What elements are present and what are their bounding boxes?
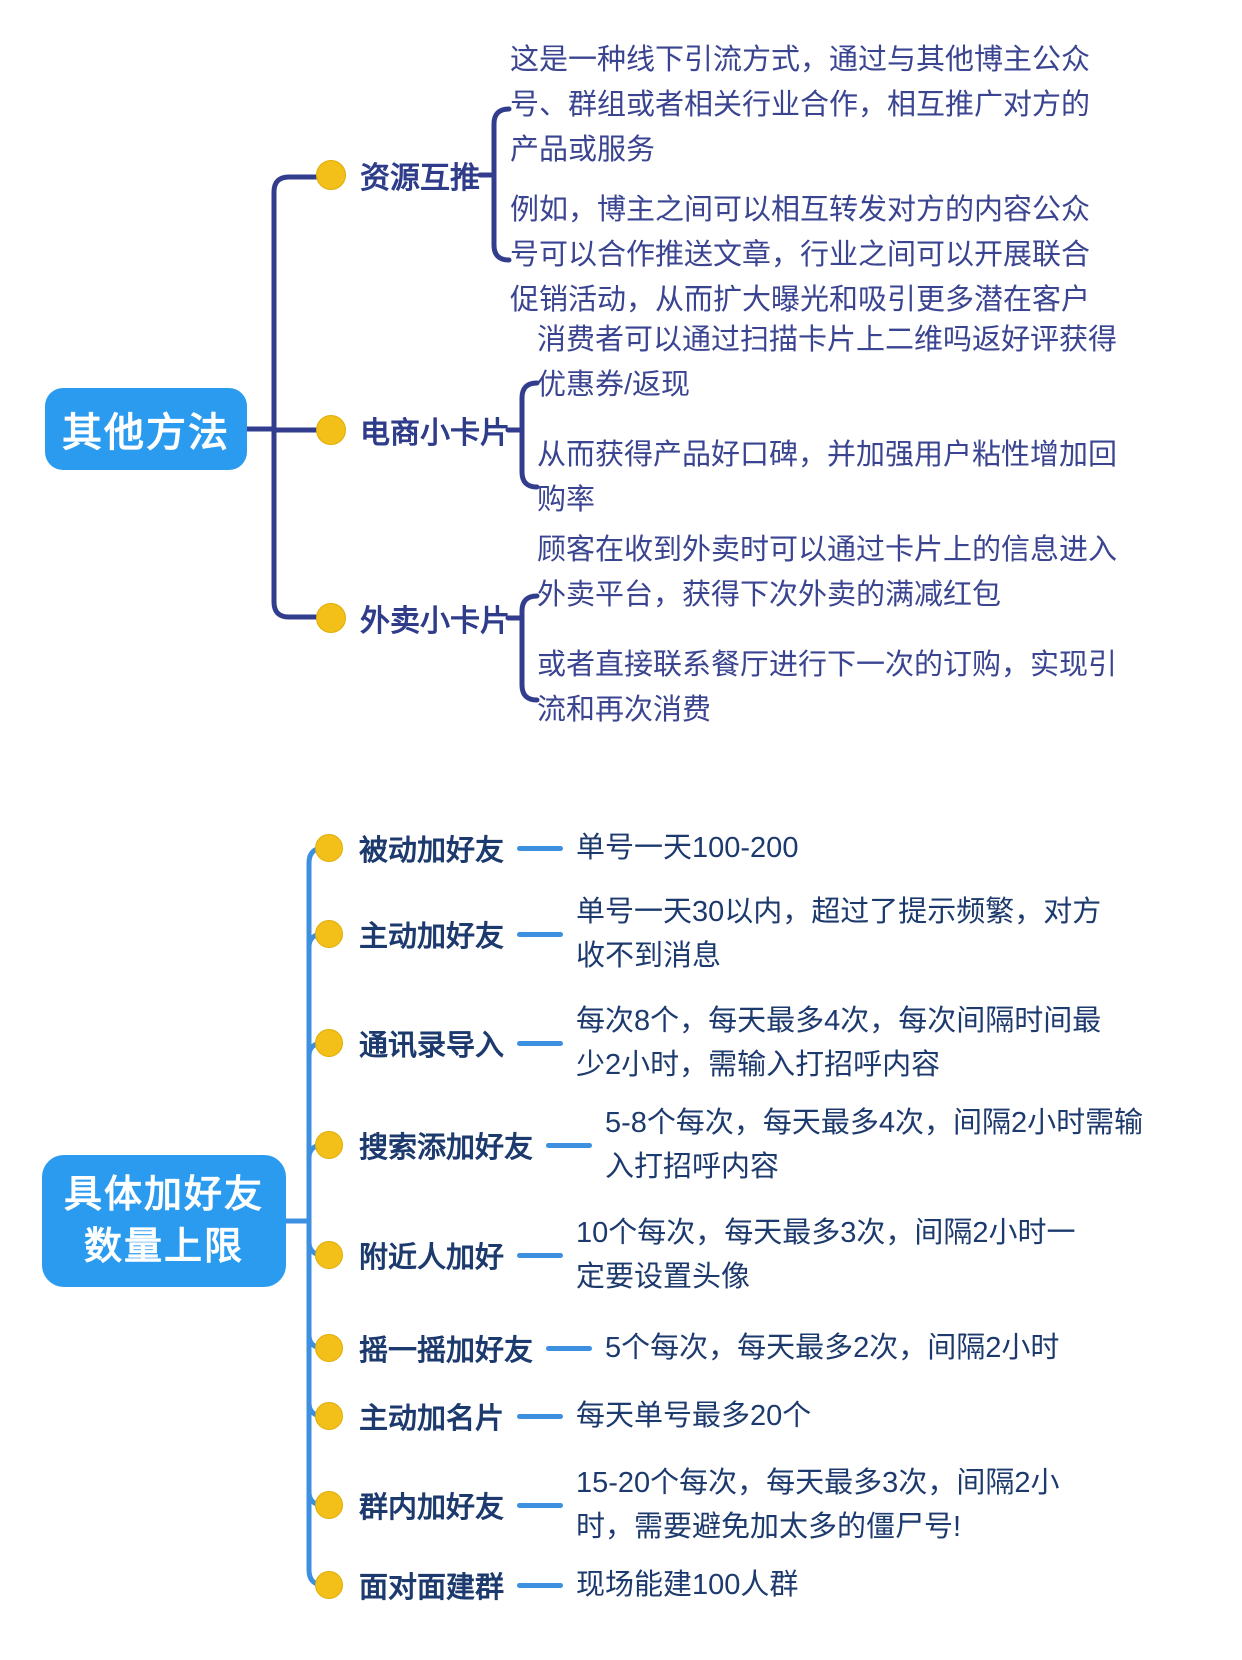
- root-node-friend-limits: 具体加好友 数量上限: [42, 1155, 286, 1287]
- bullet-icon: [315, 1241, 343, 1269]
- item-active-add: 主动加好友 单号一天30以内，超过了提示频繁，对方收不到消息: [315, 890, 1121, 978]
- item-nearby-add: 附近人加好 10个每次，每天最多3次，间隔2小时一定要设置头像: [315, 1211, 1101, 1299]
- connector-dash: [517, 1413, 564, 1419]
- bullet-icon: [316, 603, 346, 633]
- connector-dash: [546, 1142, 593, 1148]
- bullet-icon: [315, 1334, 343, 1362]
- connector-dash: [517, 1252, 564, 1258]
- branch-resource-swap: 资源互推: [316, 154, 480, 196]
- item-label: 通讯录导入: [359, 1030, 505, 1062]
- item-label: 被动加好友: [359, 835, 505, 867]
- item-label: 主动加名片: [359, 1403, 505, 1435]
- connector-dash: [517, 1582, 564, 1588]
- branch-paragraph: 顾客在收到外卖时可以通过卡片上的信息进入外卖平台，获得下次外卖的满减红包: [537, 534, 1118, 611]
- connector-dash: [517, 845, 564, 851]
- item-desc: 现场能建100人群: [576, 1569, 799, 1601]
- item-label: 群内加好友: [359, 1492, 505, 1524]
- bullet-icon: [315, 1029, 343, 1057]
- root-node-label-line2: 数量上限: [83, 1226, 244, 1268]
- item-desc: 每次8个，每天最多4次，每次间隔时间最少2小时，需输入打招呼内容: [576, 1005, 1102, 1081]
- branch-paragraph: 这是一种线下引流方式，通过与其他博主公众号、群组或者相关行业合作，相互推广对方的…: [510, 44, 1091, 166]
- top-trunk: [271, 174, 323, 620]
- root-node-label-line1: 具体加好友: [63, 1174, 264, 1216]
- bullet-icon: [315, 834, 343, 862]
- connector-dash: [546, 1345, 593, 1351]
- branch2-bracket: [519, 380, 540, 490]
- bullet-icon: [315, 1491, 343, 1519]
- bullet-icon: [315, 1402, 343, 1430]
- item-label: 面对面建群: [359, 1572, 505, 1604]
- branch-ecommerce-card: 电商小卡片: [316, 409, 510, 451]
- item-shake-add: 摇一摇加好友 5个每次，每天最多2次，间隔2小时: [315, 1304, 1059, 1392]
- connector-dash: [517, 1502, 564, 1508]
- branch1-bracket: [491, 106, 512, 263]
- branch-label: 资源互推: [360, 162, 480, 195]
- branch-paragraph: 或者直接联系餐厅进行下一次的订购，实现引流和再次消费: [537, 649, 1118, 726]
- item-label: 附近人加好: [359, 1242, 505, 1274]
- item-label: 主动加好友: [359, 921, 505, 953]
- branch-paragraph: 例如，博主之间可以相互转发对方的内容公众号可以合作推送文章，行业之间可以开展联合…: [510, 194, 1091, 316]
- branch-paragraph: 消费者可以通过扫描卡片上二维吗返好评获得优惠券/返现: [537, 324, 1118, 401]
- item-passive-add: 被动加好友 单号一天100-200: [315, 804, 798, 892]
- connector-dash: [517, 931, 564, 937]
- item-group-add: 群内加好友 15-20个每次，每天最多3次，间隔2小时，需要避免加太多的僵尸号!: [315, 1461, 1091, 1549]
- bullet-icon: [315, 1131, 343, 1159]
- item-desc: 5个每次，每天最多2次，间隔2小时: [605, 1332, 1060, 1364]
- bullet-icon: [315, 920, 343, 948]
- item-search-add: 搜索添加好友 5-8个每次，每天最多4次，间隔2小时需输入打招呼内容: [315, 1101, 1145, 1189]
- branch-label: 外卖小卡片: [360, 605, 510, 638]
- branch-takeout-card: 外卖小卡片: [316, 597, 510, 639]
- item-desc: 15-20个每次，每天最多3次，间隔2小时，需要避免加太多的僵尸号!: [576, 1467, 1060, 1543]
- root-node-label: 其他方法: [62, 411, 230, 455]
- item-label: 摇一摇加好友: [359, 1335, 534, 1367]
- item-contacts-import: 通讯录导入 每次8个，每天最多4次，每次间隔时间最少2小时，需输入打招呼内容: [315, 999, 1121, 1087]
- bullet-icon: [315, 1571, 343, 1599]
- root-node-other-methods: 其他方法: [45, 388, 247, 470]
- item-desc: 单号一天100-200: [576, 832, 799, 864]
- branch-label: 电商小卡片: [360, 417, 510, 450]
- item-desc: 单号一天30以内，超过了提示频繁，对方收不到消息: [576, 896, 1102, 972]
- item-desc: 每天单号最多20个: [576, 1400, 812, 1432]
- connector-dash: [517, 1040, 564, 1046]
- item-desc: 10个每次，每天最多3次，间隔2小时一定要设置头像: [576, 1217, 1076, 1293]
- branch-paragraph: 从而获得产品好口碑，并加强用户粘性增加回购率: [537, 439, 1118, 516]
- bullet-icon: [316, 415, 346, 445]
- item-face-to-face-group: 面对面建群 现场能建100人群: [315, 1541, 798, 1629]
- item-desc: 5-8个每次，每天最多4次，间隔2小时需输入打招呼内容: [605, 1107, 1144, 1183]
- branch3-bracket: [519, 593, 540, 703]
- bullet-icon: [316, 160, 346, 190]
- item-card-add: 主动加名片 每天单号最多20个: [315, 1372, 811, 1460]
- item-label: 搜索添加好友: [359, 1132, 534, 1164]
